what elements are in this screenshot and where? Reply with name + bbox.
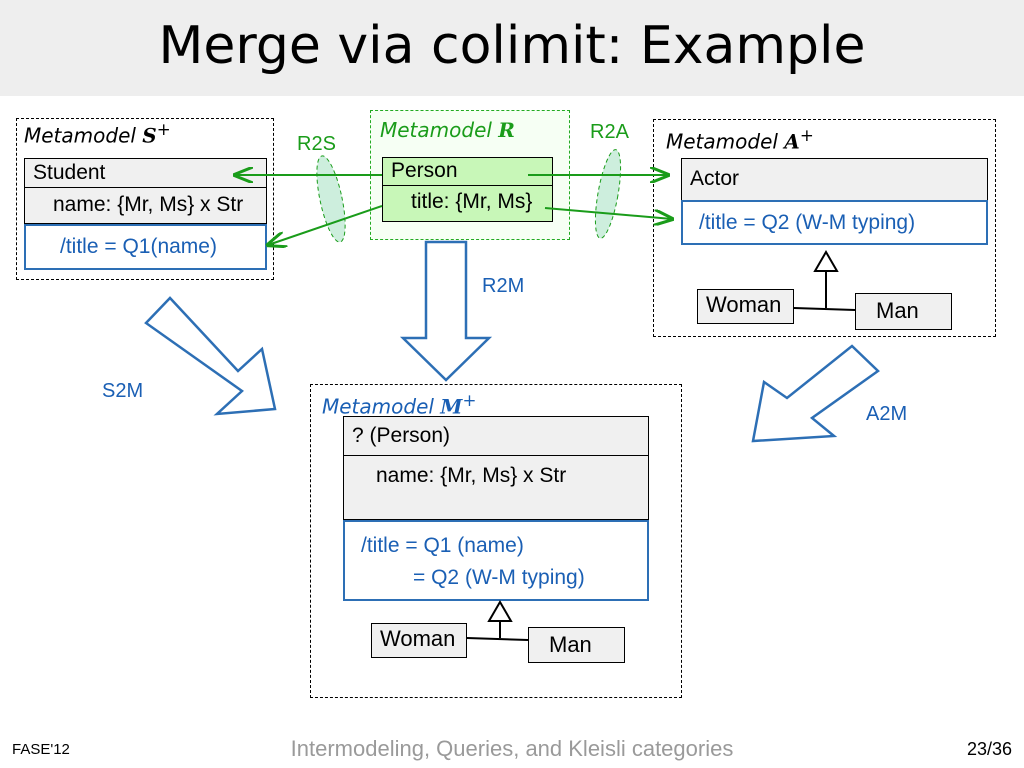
man-class-a: Man [855,293,952,330]
metamodel-s-sup: + [156,120,171,139]
person-attribute: title: {Mr, Ms} [383,185,552,221]
metamodel-m-sup: + [462,391,477,410]
actor-class-name: Actor [690,167,740,190]
actor-constraint: /title = Q2 (W-M typing) [681,200,988,245]
metamodel-m-symbol: M [440,394,463,419]
mapping-label-r2m: R2M [482,275,525,297]
mapping-label-a2m: A2M [866,403,908,425]
metamodel-m-frame [310,384,682,698]
person-class-name: Person [391,159,458,182]
metamodel-r-text: Metamodel [380,118,492,142]
r2a-mapping-ellipse [594,149,622,239]
mapping-label-r2a: R2A [590,121,629,143]
footer-talk-title: Intermodeling, Queries, and Kleisli cate… [290,736,734,761]
metamodel-a-frame [653,119,996,337]
merged-constraint-line2: = Q2 (W-M typing) [413,566,585,589]
student-class-name: Student [33,161,106,184]
woman-class-m: Woman [371,623,467,658]
merged-person-attribute: name: {Mr, Ms} x Str [344,455,648,519]
mapping-label-s2m: S2M [102,380,144,402]
merged-person-name: ? (Person) [352,424,451,447]
metamodel-m-text: Metamodel [322,394,434,419]
metamodel-a-symbol: A [784,129,800,154]
r2s-mapping-ellipse [316,155,346,243]
student-constraint: /title = Q1(name) [24,224,267,270]
metamodel-s-label: Metamodel S+ [24,120,171,148]
footer-page-number: 23/36 [966,739,1012,759]
metamodel-s-text: Metamodel [24,123,136,148]
metamodel-r-symbol: R [498,118,515,142]
r2m-big-arrow [399,240,493,382]
title-bar [0,0,1024,96]
metamodel-a-text: Metamodel [666,129,778,154]
merged-person-class: ? (Person) name: {Mr, Ms} x Str [343,416,649,520]
actor-class: Actor [681,158,988,201]
metamodel-m-label: Metamodel M+ [322,391,476,419]
merged-constraint-line1: /title = Q1 (name) [361,534,524,557]
s2m-big-arrow [144,296,277,416]
merged-constraint: /title = Q1 (name) = Q2 (W-M typing) [343,520,649,601]
footer-venue: FASE'12 [12,741,70,758]
woman-class-a: Woman [697,289,794,324]
slide-title: Merge via colimit: Example [158,16,866,76]
metamodel-r-label: Metamodel R [380,118,515,142]
metamodel-s-symbol: S [142,123,157,148]
title-to-student-constraint-arrow [268,205,383,245]
person-class: Person title: {Mr, Ms} [382,157,553,222]
metamodel-a-label: Metamodel A+ [666,126,814,154]
man-class-m: Man [528,627,625,663]
a2m-big-arrow [751,344,880,443]
student-attribute: name: {Mr, Ms} x Str [25,187,266,223]
student-class: Student name: {Mr, Ms} x Str [24,158,267,224]
mapping-label-r2s: R2S [297,133,336,155]
metamodel-a-sup: + [799,126,814,145]
metamodel-s-frame [16,118,274,280]
